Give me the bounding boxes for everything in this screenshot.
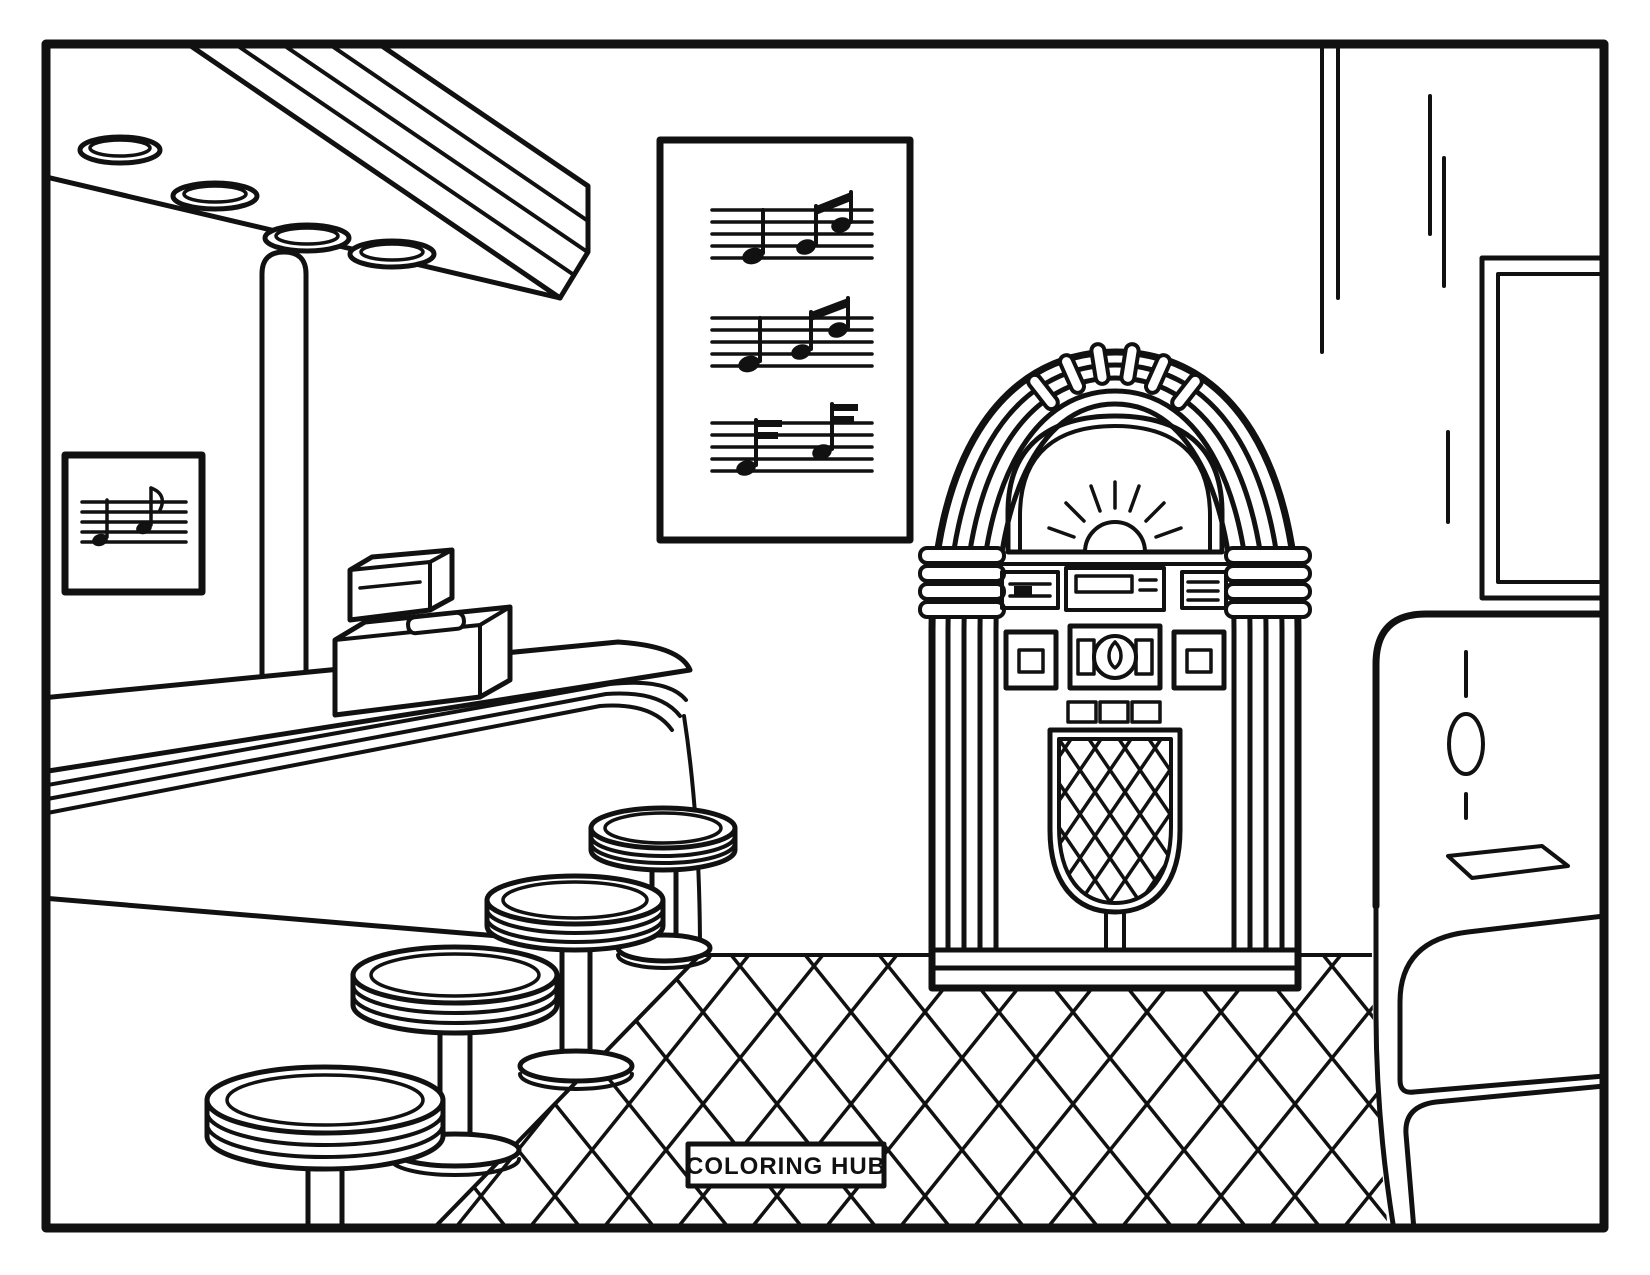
brand-label-text: COLORING HUB bbox=[686, 1153, 886, 1180]
jukebox-body bbox=[928, 348, 1302, 992]
music-note-icon bbox=[738, 355, 760, 373]
wall-panel bbox=[1372, 610, 1603, 910]
soffit-fascia-stripes bbox=[233, 45, 590, 277]
stool-seat bbox=[350, 944, 560, 1006]
staff-row-1 bbox=[710, 190, 874, 265]
staff-row-2 bbox=[710, 296, 874, 373]
floor-tile-area bbox=[436, 955, 1390, 1225]
music-note-icon bbox=[791, 344, 811, 360]
poster-frame bbox=[656, 136, 914, 544]
floor-left-edge bbox=[434, 953, 702, 1225]
note-beam bbox=[832, 404, 858, 423]
ceiling-light-icon bbox=[347, 238, 437, 270]
music-staff bbox=[80, 500, 188, 544]
stool-pedestal bbox=[559, 939, 593, 1069]
cash-register bbox=[332, 547, 513, 718]
ceiling-light-icon bbox=[170, 180, 260, 212]
bar-stool-3 bbox=[484, 873, 666, 1091]
grille-tail bbox=[1104, 910, 1126, 952]
brand-label: COLORING HUB bbox=[685, 1141, 887, 1189]
bar-stool-near bbox=[204, 1064, 446, 1225]
ceiling-light-icon bbox=[262, 222, 352, 254]
note-beam bbox=[811, 298, 848, 321]
booth-outer-edge bbox=[1373, 903, 1396, 1225]
booth-seat-cushion bbox=[1403, 1083, 1603, 1225]
music-note-icon bbox=[796, 239, 816, 255]
jukebox-control-panel bbox=[1000, 566, 1228, 612]
booth-underlay bbox=[1371, 878, 1603, 1225]
music-note-icon bbox=[92, 486, 164, 547]
register-key-panel bbox=[406, 610, 466, 636]
music-notes-poster bbox=[656, 136, 914, 544]
jukebox bbox=[918, 342, 1312, 992]
jukebox-sunburst-icon bbox=[1047, 480, 1183, 554]
ceiling-soffit bbox=[47, 45, 591, 301]
ceiling-light-icon bbox=[77, 134, 163, 166]
music-note-icon bbox=[736, 460, 756, 476]
jukebox-crown-fins bbox=[1026, 342, 1204, 412]
music-note-icon bbox=[812, 444, 832, 460]
booth-back-cushion bbox=[1397, 913, 1603, 1095]
wall-shelf bbox=[1446, 844, 1570, 880]
jukebox-buttons bbox=[1003, 623, 1227, 724]
stool-pedestal bbox=[305, 1159, 345, 1225]
jukebox-base bbox=[929, 947, 1301, 971]
jukebox-window bbox=[998, 413, 1232, 566]
jukebox-record-emblem bbox=[1092, 634, 1138, 680]
note-beam bbox=[756, 420, 782, 439]
note-beam bbox=[816, 192, 851, 215]
booth-area bbox=[1371, 610, 1603, 1225]
wall-accent-lines bbox=[1320, 45, 1446, 354]
jukebox-speaker-grille bbox=[1047, 727, 1183, 952]
music-note-icon bbox=[831, 217, 851, 233]
wall-sconce bbox=[1447, 712, 1485, 776]
staff-row-3 bbox=[710, 402, 874, 476]
window-frame bbox=[1446, 255, 1603, 601]
jukebox-side-rings bbox=[918, 546, 1312, 619]
counter-edge-stripes bbox=[47, 680, 688, 816]
stool-seat bbox=[204, 1064, 446, 1136]
ceiling-lights bbox=[77, 134, 437, 270]
register-slot bbox=[358, 580, 422, 590]
music-note-icon bbox=[742, 247, 764, 265]
music-note-icon bbox=[828, 322, 848, 338]
stool-seat bbox=[484, 873, 666, 927]
stool-base bbox=[517, 1048, 635, 1084]
framed-music-notes bbox=[61, 451, 206, 596]
support-column bbox=[259, 249, 309, 685]
diner-scene bbox=[47, 45, 1603, 1225]
brand-label-box bbox=[685, 1141, 887, 1189]
page-frame bbox=[41, 39, 1609, 1233]
jukebox-arch-tubes bbox=[945, 362, 1285, 953]
